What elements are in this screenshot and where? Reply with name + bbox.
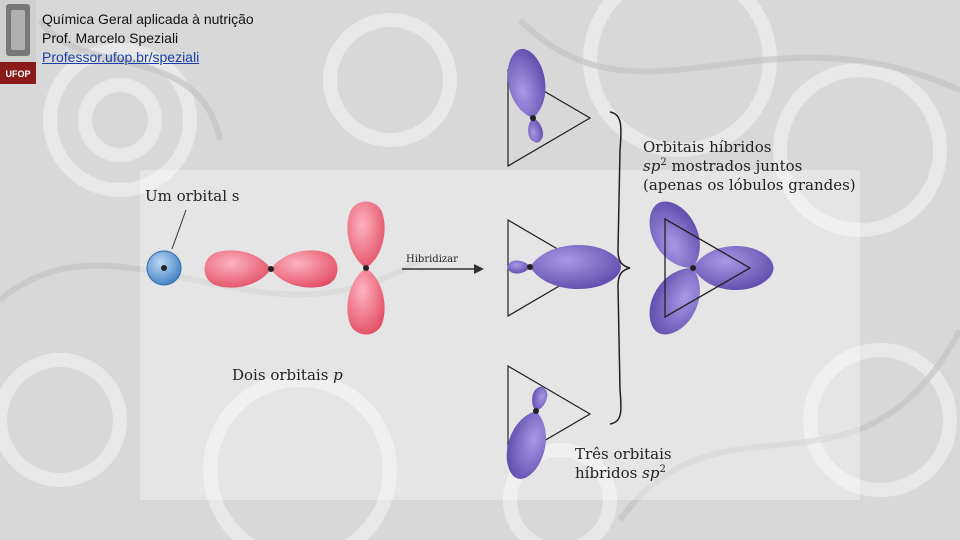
arrow-label: Hibridizar <box>406 254 458 265</box>
s-label-pointer <box>171 209 187 250</box>
hybridize-arrow <box>402 264 484 274</box>
p-orbital-vertical <box>347 201 385 335</box>
professor-link[interactable]: Professor.ufop.br/speziali <box>42 49 200 65</box>
ufop-logo: UFOP <box>0 0 36 84</box>
hybrid-orbital-top <box>502 45 592 168</box>
grouping-brace <box>609 111 631 425</box>
three-hybrids-label-line2: híbridos sp2 <box>575 464 666 482</box>
hybrid-label-line3: (apenas os lóbulos grandes) <box>643 176 856 194</box>
hybrid-orbital-middle <box>507 218 621 318</box>
combined-sp2-hybrids <box>639 192 774 344</box>
professor-name: Prof. Marcelo Speziali <box>42 30 179 46</box>
course-title: Química Geral aplicada à nutrição <box>42 11 254 27</box>
s-orbital <box>146 250 182 286</box>
hybrid-label-line2: sp2 mostrados juntos <box>643 157 802 175</box>
p-orbital-horizontal <box>204 250 338 288</box>
hybrid-orbital-bottom <box>500 364 592 484</box>
slide-header: Química Geral aplicada à nutrição Prof. … <box>42 10 254 67</box>
p-orbital-label: Dois orbitais p <box>232 366 343 384</box>
logo-text: UFOP <box>5 69 30 79</box>
s-orbital-label: Um orbital s <box>145 187 239 205</box>
hybrid-label-line1: Orbitais híbridos <box>643 138 771 156</box>
three-hybrids-label-line1: Três orbitais <box>575 445 672 463</box>
